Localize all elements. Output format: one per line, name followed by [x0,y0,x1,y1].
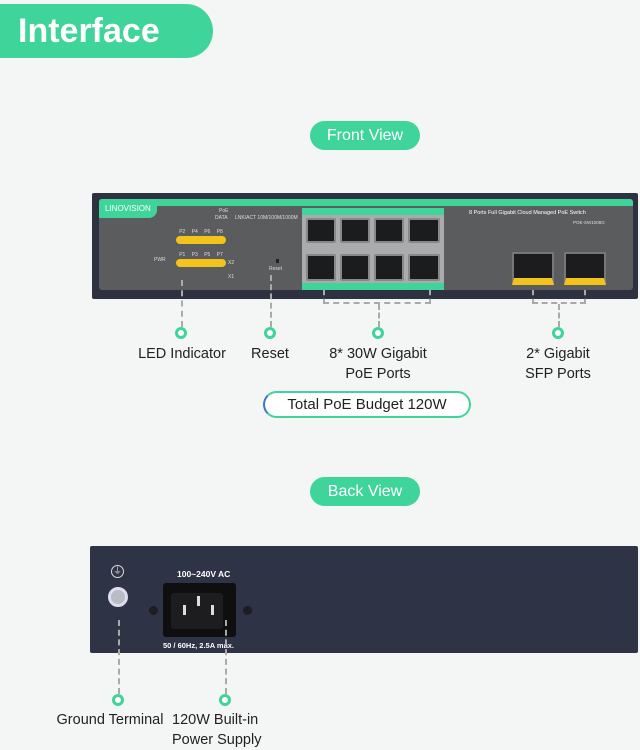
screw-icon [149,606,158,615]
callout-dot [264,327,276,339]
ground-symbol-icon: ⏚ [111,565,124,578]
rj45-port[interactable] [306,218,336,243]
section-title: Interface [0,4,213,58]
callout-line [181,280,183,327]
callout-line [225,620,227,694]
callout-bracket [323,290,431,304]
reset-button[interactable] [276,259,279,263]
rj45-port[interactable] [374,254,404,281]
power-inlet [163,583,236,637]
front-view-pill: Front View [310,121,420,150]
rj45-port[interactable] [306,254,336,281]
rj45-port[interactable] [340,254,370,281]
led-x2: X2 [228,260,235,266]
brand-logo: LINOVISION [99,199,157,218]
rj45-port[interactable] [340,218,370,243]
callout-line [270,275,272,327]
callout-dot [175,327,187,339]
callout-poe-ports: 8* 30W Gigabit PoE Ports [329,346,427,382]
rating-label: 50 / 60Hz, 2.5A max. [163,641,235,650]
callout-dot [372,327,384,339]
front-device: LINOVISION PoE DATA LNK/ACT 10M/100M/100… [92,193,638,299]
callout-line [558,304,560,327]
callout-ground-terminal: Ground Terminal [56,712,164,728]
pwr-label: PWR [154,257,166,263]
reset-label: Reset [269,266,283,272]
rj45-port[interactable] [408,218,440,243]
sfp-port[interactable] [564,252,606,285]
callout-line [378,304,380,327]
callout-dot [219,694,231,706]
callout-sfp-ports: 2* Gigabit SFP Ports [525,346,591,382]
callout-power-supply: 120W Built-in Power Supply [172,712,262,748]
screw-icon [243,606,252,615]
poe-budget-badge: Total PoE Budget 120W [263,391,471,418]
callout-dot [552,327,564,339]
callout-dot [112,694,124,706]
legend-poe: PoE [219,208,229,214]
rj45-port[interactable] [408,254,440,281]
callout-led-indicator: LED Indicator [138,346,226,362]
sfp-port[interactable] [512,252,554,285]
poe-ports [302,208,444,290]
model-number: POE-SW1008G [573,220,605,225]
callout-line [118,620,120,694]
back-view-pill: Back View [310,477,420,506]
legend-data: DATA [215,215,228,221]
ground-screw-icon [108,587,128,607]
product-name: 8 Ports Full Gigabit Cloud Managed PoE S… [469,210,586,216]
back-device: ⏚ 100~240V AC 50 / 60Hz, 2.5A max. [90,546,638,653]
callout-bracket [532,290,586,304]
callout-reset: Reset [251,346,289,362]
rj45-port[interactable] [374,218,404,243]
voltage-label: 100~240V AC [177,569,231,579]
legend-link: LNK/ACT 10M/100M/1000M [235,215,298,221]
led-x1: X1 [228,274,235,280]
